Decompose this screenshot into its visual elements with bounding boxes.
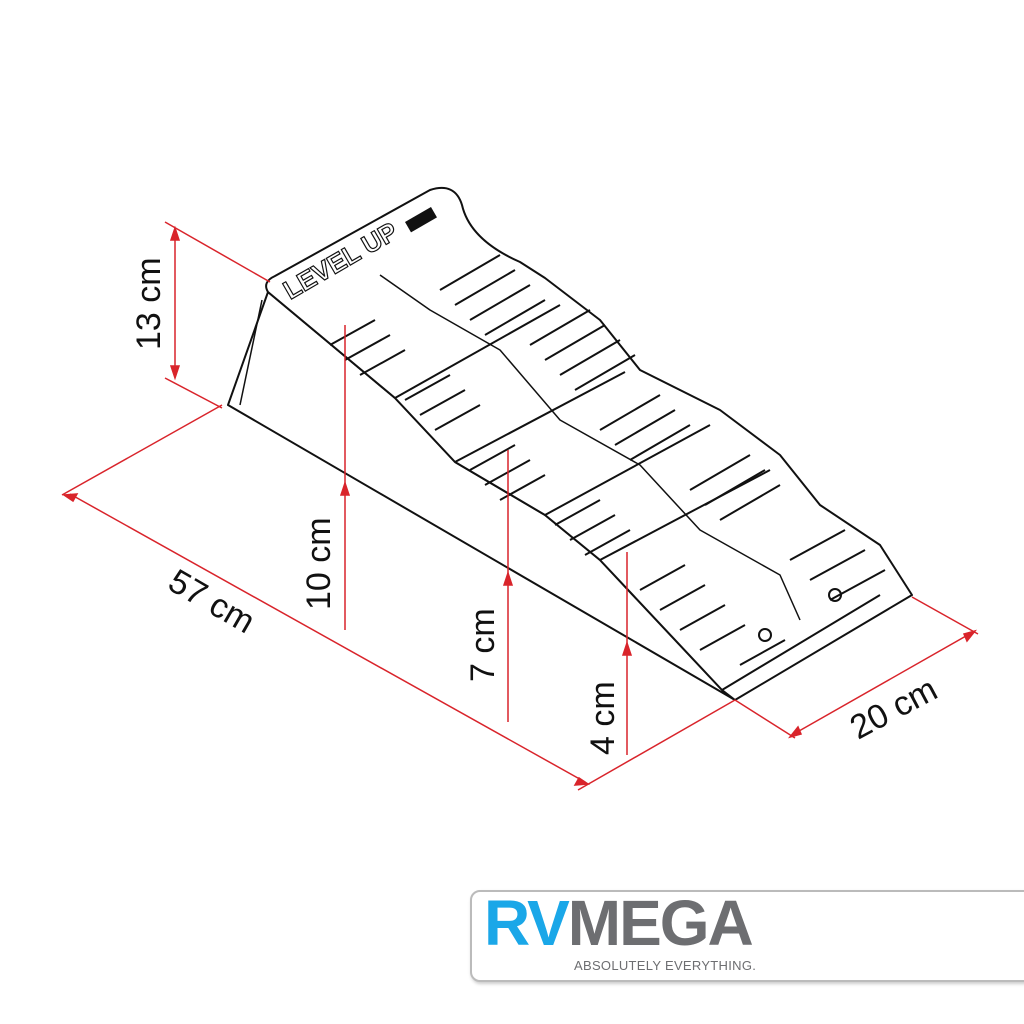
dim-label-10cm: 10 cm xyxy=(300,517,338,610)
dim-label-7cm: 7 cm xyxy=(464,608,502,682)
dim-label-4cm: 4 cm xyxy=(584,681,622,755)
logo-mega: MEGA xyxy=(567,887,754,959)
logo-rv: RV xyxy=(484,887,570,959)
logo-wordmark: RVMEGA xyxy=(484,891,754,955)
ramp-hole xyxy=(828,588,842,602)
dimension-lines xyxy=(61,221,979,791)
ramp-hole xyxy=(758,628,772,642)
logo-tagline: ABSOLUTELY EVERYTHING. xyxy=(574,958,757,973)
fiamma-logo-mark xyxy=(405,207,437,233)
dim-label-20cm: 20 cm xyxy=(844,670,944,747)
dim-label-13cm: 13 cm xyxy=(130,257,168,350)
level-ramp-drawing xyxy=(227,186,913,701)
dim-20cm-line xyxy=(791,631,974,736)
rvmega-logo: RVMEGA ABSOLUTELY EVERYTHING. xyxy=(470,890,1024,982)
dim-57cm-line xyxy=(69,493,586,783)
